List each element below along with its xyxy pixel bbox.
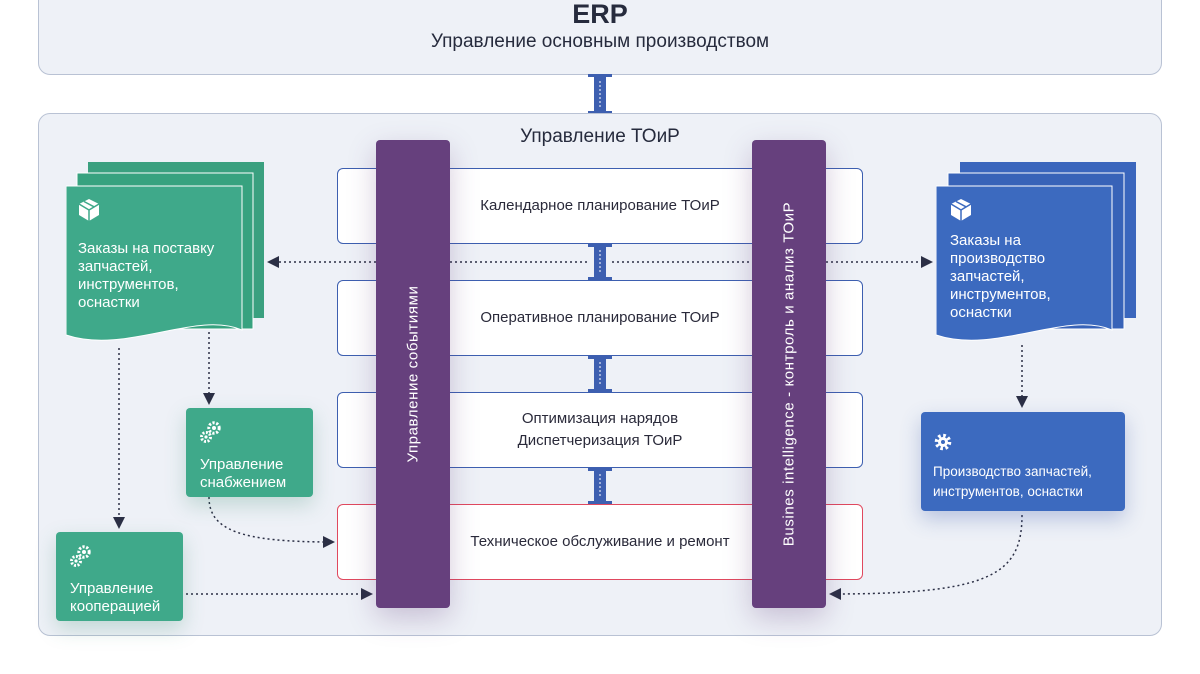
process-connector xyxy=(588,244,612,280)
business-intelligence-label: Businеs intelligence - контроль и анализ… xyxy=(780,201,798,547)
process-connector xyxy=(588,468,612,504)
cooperation-management-line: Управление xyxy=(70,580,154,597)
supply-orders-line: инструментов, xyxy=(78,276,179,293)
cooperation-management-line: кооперацией xyxy=(70,598,161,615)
erp-subtitle: Управление основным производством xyxy=(430,31,770,52)
process-connector xyxy=(588,356,612,392)
production-orders-line: Заказы на xyxy=(950,232,1021,249)
toir-panel-title: Управление ТОиР xyxy=(520,126,680,147)
gears-icon xyxy=(70,544,94,573)
process-label: Оперативное планирование ТОиР xyxy=(480,309,720,326)
production-orders-line: производство xyxy=(950,250,1046,267)
gear-icon xyxy=(933,432,953,457)
erp-title: ERP xyxy=(572,0,628,29)
parts-production-line: Производство запчастей, xyxy=(933,464,1092,479)
erp-connector xyxy=(588,74,612,114)
event-management-bar: Управление событиями xyxy=(376,140,450,608)
business-intelligence-bar: Businеs intelligence - контроль и анализ… xyxy=(752,140,826,608)
package-icon xyxy=(78,198,100,227)
process-label: Диспетчеризация ТОиР xyxy=(517,432,683,449)
production-orders-card: Заказы на производство запчастей, инстру… xyxy=(936,160,1136,350)
process-label: Техническое обслуживание и ремонт xyxy=(470,533,730,550)
erp-panel: ERP Управление основным производством xyxy=(38,0,1162,75)
supply-management-line: Управление xyxy=(200,456,284,473)
parts-production-card: Производство запчастей, инструментов, ос… xyxy=(921,412,1125,511)
production-orders-line: инструментов, xyxy=(950,286,1051,303)
production-orders-line: запчастей, xyxy=(950,268,1025,285)
cooperation-management-card: Управление кооперацией xyxy=(56,532,183,621)
package-icon xyxy=(950,198,972,227)
supply-management-line: снабжением xyxy=(200,474,287,491)
supply-orders-line: оснастки xyxy=(78,294,140,311)
supply-orders-line: Заказы на поставку xyxy=(78,240,215,257)
production-orders-line: оснастки xyxy=(950,304,1012,321)
gears-icon xyxy=(200,420,224,449)
process-label: Календарное планирование ТОиР xyxy=(480,197,720,214)
event-management-label: Управление событиями xyxy=(404,285,422,463)
supply-orders-line: запчастей, xyxy=(78,258,153,275)
parts-production-line: инструментов, оснастки xyxy=(933,484,1083,499)
process-label: Оптимизация нарядов xyxy=(521,410,679,427)
supply-management-card: Управление снабжением xyxy=(186,408,313,497)
supply-orders-card: Заказы на поставку запчастей, инструмент… xyxy=(66,160,264,350)
